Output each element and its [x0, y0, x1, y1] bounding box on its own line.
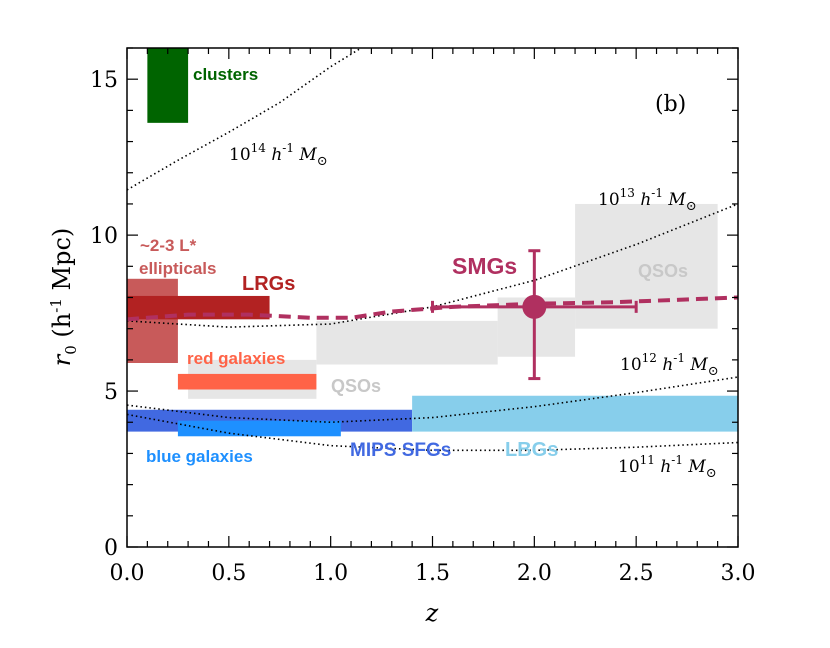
label-smgs: SMGs	[452, 253, 517, 279]
mass-label-part: -1	[282, 141, 294, 155]
mass-label-part: M	[294, 145, 317, 165]
y-tick-label: 5	[104, 380, 118, 405]
sun-symbol: ⊙	[708, 364, 719, 379]
x-tick-label: 0.5	[211, 561, 246, 586]
tick-labels: 0.0 0.5 1.0 1.5 2.0 2.5 3.0 0 5 10 15	[90, 68, 756, 586]
mass-label-part: M	[663, 190, 686, 210]
smg-measurement	[431, 249, 638, 381]
label-clusters: clusters	[193, 65, 258, 84]
y-tick-label: 15	[90, 68, 118, 93]
region-lrgs	[127, 295, 270, 320]
y-axis-title-unit-b: Mpc)	[48, 228, 76, 298]
mass-label-part: 13	[620, 186, 635, 200]
x-tick-label: 0.0	[110, 561, 145, 586]
sun-symbol: ⊙	[686, 199, 697, 214]
y-tick-label: 10	[90, 224, 118, 249]
mass-label-part: 11	[640, 453, 655, 467]
y-axis-title-symbol: r	[48, 353, 76, 366]
label-qso-high: QSOs	[638, 261, 688, 281]
mass-label-12: 1012 h-1 M⊙	[620, 351, 719, 379]
y-axis-title-unit-a: (h	[48, 313, 76, 345]
sun-symbol: ⊙	[706, 466, 717, 481]
sun-symbol: ⊙	[317, 154, 328, 169]
mass-label-part: h	[657, 355, 673, 375]
panel-label: (b)	[655, 92, 686, 117]
mass-label-part: 10	[620, 355, 642, 375]
mass-label-part: -1	[671, 453, 683, 467]
x-tick-label: 3.0	[721, 561, 756, 586]
region-clusters	[147, 48, 189, 123]
x-axis-title: z	[425, 599, 439, 627]
mass-label-part: h	[655, 457, 671, 477]
smg-evolution-layer	[127, 295, 738, 322]
survey-regions	[127, 48, 738, 437]
mass-label-part: 12	[642, 351, 657, 365]
label-qso-low: QSOs	[331, 376, 381, 396]
mass-label-part: 10	[598, 190, 620, 210]
label-red-galaxies: red galaxies	[187, 349, 285, 368]
mass-track-11	[127, 413, 738, 452]
label-mips-sfgs: MIPS SFGs	[350, 440, 451, 461]
label-ellipticals: ~2-3 L*	[140, 236, 197, 255]
region-qso-mid2	[316, 320, 498, 365]
mass-label-part: -1	[651, 186, 663, 200]
region-ellipticals	[127, 278, 178, 363]
mass-label-part: 10	[618, 457, 640, 477]
mass-label-part: 14	[251, 141, 267, 155]
mass-label-part: h	[635, 190, 651, 210]
y-axis-title-subscript: 0	[62, 345, 80, 355]
mass-label-14: 1014 h-1 M⊙	[229, 141, 328, 169]
mass-track-14	[127, 48, 362, 191]
mass-track-12	[127, 376, 738, 424]
mass-label-13: 1013 h-1 M⊙	[598, 186, 697, 214]
label-blue-galaxies: blue galaxies	[146, 447, 253, 466]
mass-label-part: M	[685, 355, 708, 375]
y-axis-title: r0 (h-1 Mpc)	[47, 228, 80, 366]
x-tick-label: 1.0	[313, 561, 348, 586]
region-lbgs	[412, 395, 738, 432]
y-axis-title-superscript: -1	[47, 298, 65, 313]
mass-label-part: -1	[673, 351, 685, 365]
x-tick-label: 2.5	[619, 561, 654, 586]
mass-label-part: M	[683, 457, 706, 477]
smg-evolution-curve	[127, 295, 738, 322]
y-tick-label: 0	[104, 536, 118, 561]
smg-marker	[522, 294, 547, 319]
label-lbgs: LBGs	[505, 439, 558, 461]
region-red-galaxies	[177, 373, 317, 390]
mass-label-part: 10	[229, 145, 251, 165]
region-blue-galaxies	[177, 420, 341, 437]
mass-label-part: h	[266, 145, 282, 165]
axis-ticks	[126, 47, 739, 548]
label-lrgs: LRGs	[242, 273, 295, 295]
x-tick-label: 2.0	[517, 561, 552, 586]
mass-label-11: 1011 h-1 M⊙	[618, 453, 717, 481]
x-tick-label: 1.5	[415, 561, 450, 586]
label-ellipticals-2: ellipticals	[139, 259, 216, 278]
mass-track-labels: 1014 h-1 M⊙1013 h-1 M⊙1012 h-1 M⊙1011 h-…	[229, 141, 719, 481]
